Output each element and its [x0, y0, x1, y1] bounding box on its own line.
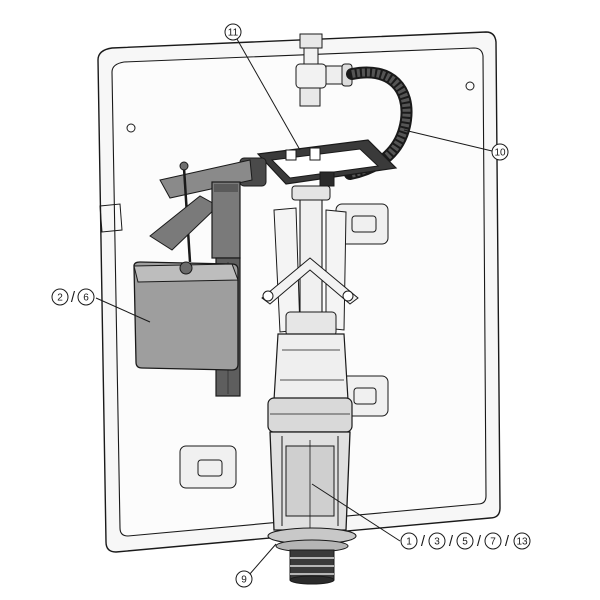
callout-separator: / — [421, 533, 426, 550]
outlet-seal — [267, 527, 357, 553]
mounting-pocket-upper — [335, 203, 389, 245]
leader-1-13 — [311, 483, 401, 542]
inlet-fitting — [295, 33, 353, 107]
float-cup — [133, 261, 239, 371]
leader-10 — [403, 129, 493, 152]
overflow-tube — [273, 185, 347, 333]
leader-2-6 — [95, 297, 151, 323]
callout-5-text: 5 — [462, 537, 468, 548]
callout-11: 11 — [224, 23, 242, 41]
callout-3-text: 3 — [434, 537, 440, 548]
callout-9-text: 9 — [241, 575, 247, 586]
callout-separator: / — [477, 533, 482, 550]
leader-9 — [248, 543, 277, 576]
flush-valve-cage — [269, 431, 351, 531]
outlet-pipe — [289, 549, 335, 585]
callout-separator: / — [505, 533, 510, 550]
callout-separator: / — [449, 533, 454, 550]
callout-2-6: 2 / 6 — [51, 288, 95, 306]
actuator-bracket — [239, 139, 398, 187]
callout-11-text: 11 — [228, 28, 239, 39]
callout-10-text: 10 — [494, 148, 506, 159]
mounting-pocket-lower — [179, 445, 237, 489]
callout-13-text: 13 — [516, 537, 528, 548]
callout-1-3-5-7-13: 1 / 3 / 5 / 7 / 13 — [400, 532, 531, 550]
flush-valve-body — [267, 311, 353, 433]
callout-10: 10 — [491, 143, 509, 161]
callout-7-text: 7 — [490, 537, 496, 548]
callout-9: 9 — [235, 570, 253, 588]
leader-11 — [232, 31, 301, 151]
callout-2-text: 2 — [57, 293, 63, 304]
leader-lines — [95, 31, 493, 576]
callout-6-text: 6 — [83, 293, 89, 304]
callout-1-text: 1 — [406, 537, 412, 548]
callout-separator: / — [71, 289, 76, 306]
flush-lever-yoke — [261, 257, 359, 305]
